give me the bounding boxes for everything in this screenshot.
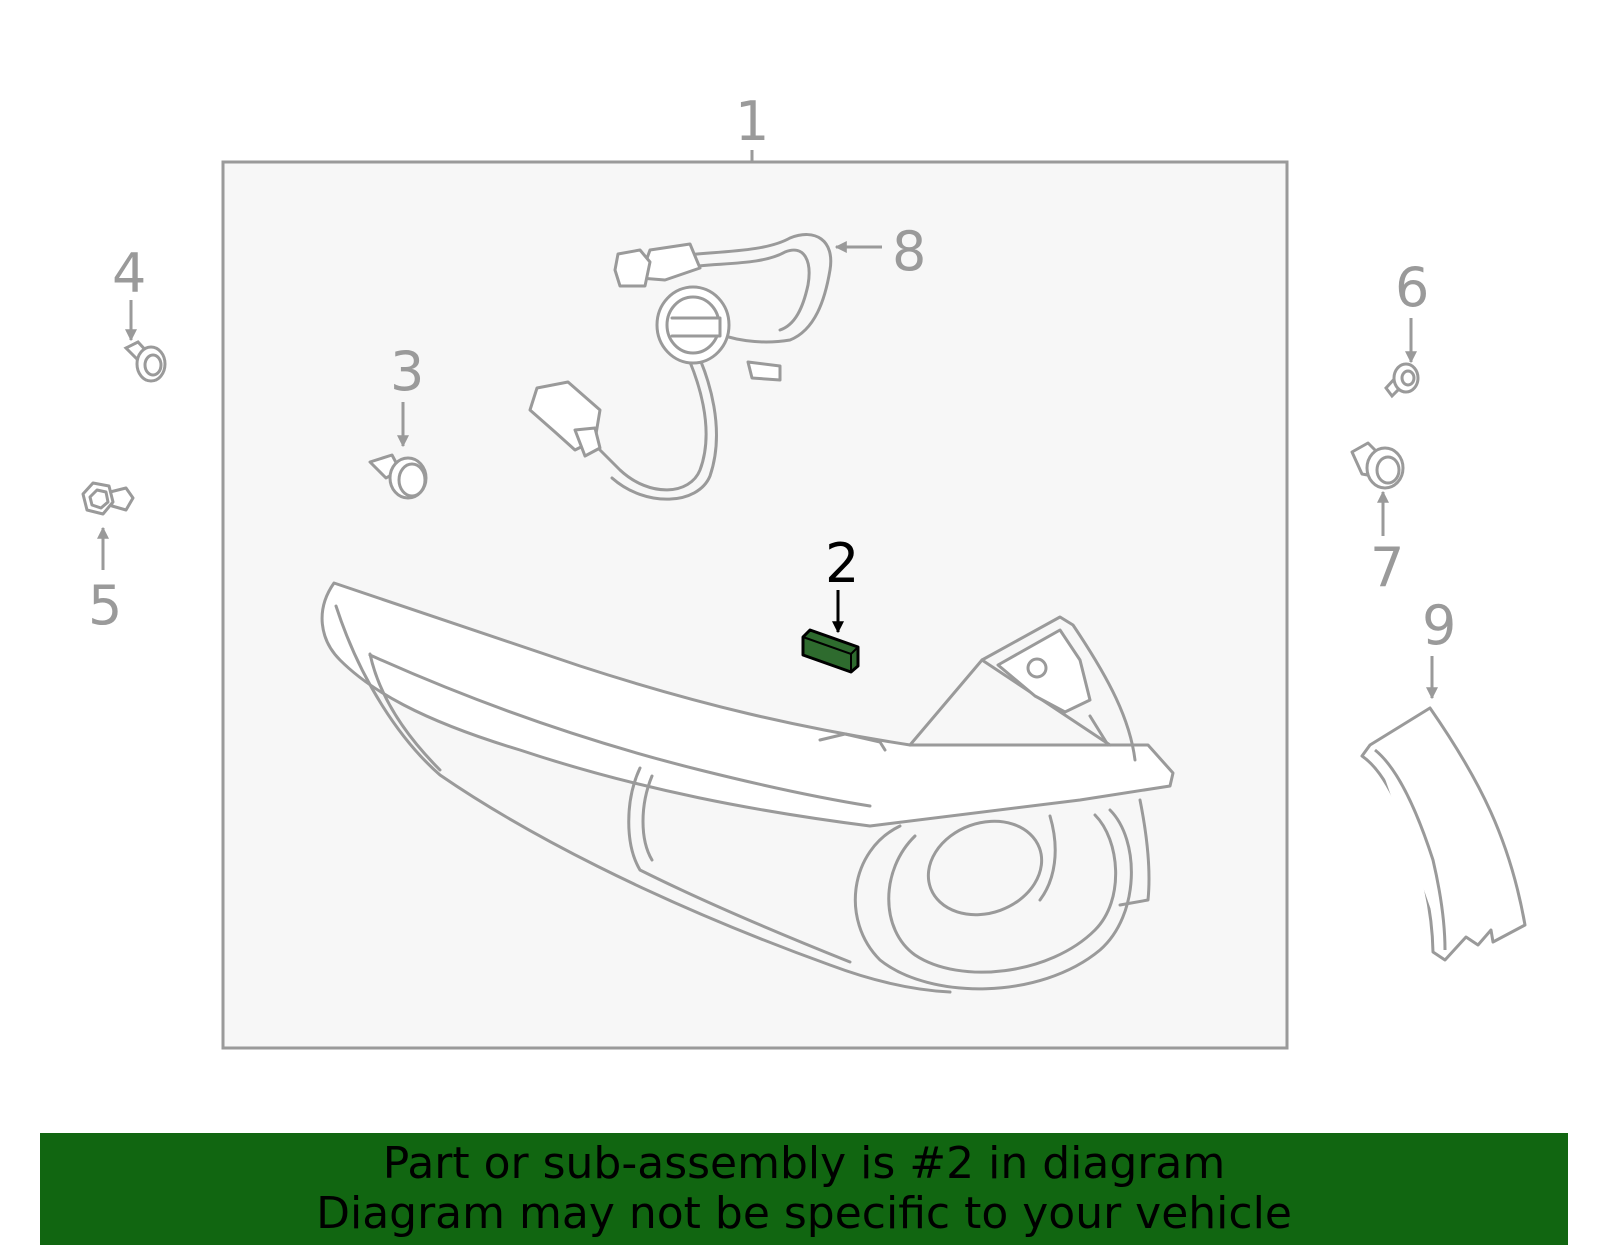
banner-line-2: Diagram may not be specific to your vehi… (316, 1188, 1292, 1239)
part-9-trim (1360, 706, 1527, 962)
callout-5: 5 (88, 574, 122, 637)
info-banner: Part or sub-assembly is #2 in diagram Di… (40, 1133, 1568, 1245)
callout-9: 9 (1422, 594, 1456, 657)
part-3-clip (368, 453, 428, 500)
part-8-harness (528, 233, 833, 501)
callout-6: 6 (1395, 256, 1429, 319)
callout-7: 7 (1370, 536, 1404, 599)
part-5-hex-bolt (81, 481, 135, 516)
part-4-bolt (123, 340, 167, 383)
part-7-clip (1350, 441, 1405, 490)
callout-4: 4 (112, 242, 146, 305)
callout-8: 8 (892, 220, 926, 283)
part-6-screw (1384, 362, 1420, 399)
callout-3: 3 (390, 340, 424, 403)
callout-2: 2 (825, 532, 859, 595)
part-1-tail-lamp (320, 581, 1175, 994)
callout-1: 1 (735, 90, 769, 153)
part-2-highlighted (801, 628, 860, 674)
banner-line-1: Part or sub-assembly is #2 in diagram (382, 1138, 1226, 1189)
